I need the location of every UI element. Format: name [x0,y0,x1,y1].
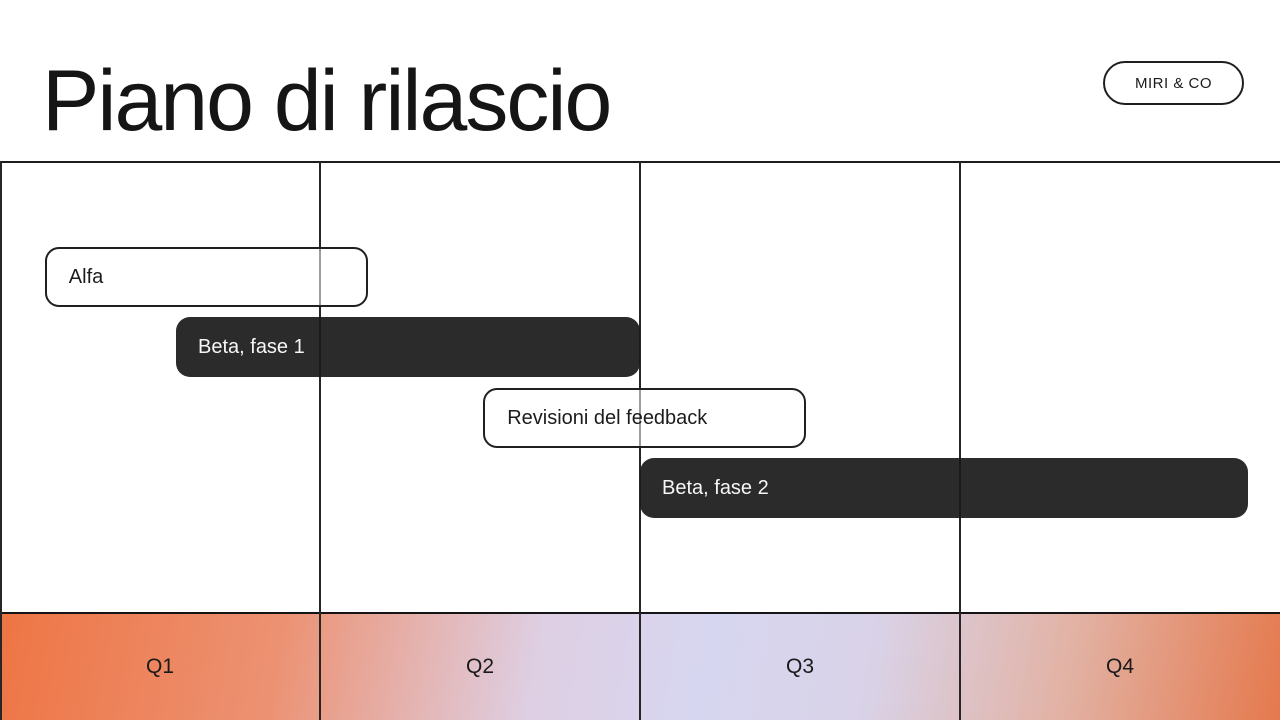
quarter-cell-q2: Q2 [320,614,640,720]
grid-vline-q4 [959,161,961,720]
gantt-bar-label: Beta, fase 1 [198,335,305,358]
quarter-cell-q1: Q1 [0,614,320,720]
quarter-cell-q4: Q4 [960,614,1280,720]
gantt-bar-label: Revisioni del feedback [507,406,708,429]
brand-badge: MIRI & CO [1102,61,1244,105]
gantt-bar-beta-fase-1: Beta, fase 1 [176,317,640,377]
quarter-cell-q3: Q3 [640,614,960,720]
gantt-bar-label: Beta, fase 2 [662,476,769,499]
grid-vline-q2 [319,161,321,720]
gantt-bar-alfa: Alfa [44,247,368,307]
grid-vline-q1 [0,161,2,720]
quarter-label: Q1 [145,655,174,678]
page-title: Piano di rilascio [42,53,612,149]
gantt-bar-beta-fase-2: Beta, fase 2 [640,458,1248,518]
brand-badge-label: MIRI & CO [1134,74,1212,92]
gantt-bar-label: Alfa [68,265,104,288]
quarter-label: Q4 [1105,655,1134,678]
quarter-label: Q2 [465,655,494,678]
gantt-bar-revisioni-del-feedback: Revisioni del feedback [483,388,807,448]
quarter-label: Q3 [785,655,814,678]
